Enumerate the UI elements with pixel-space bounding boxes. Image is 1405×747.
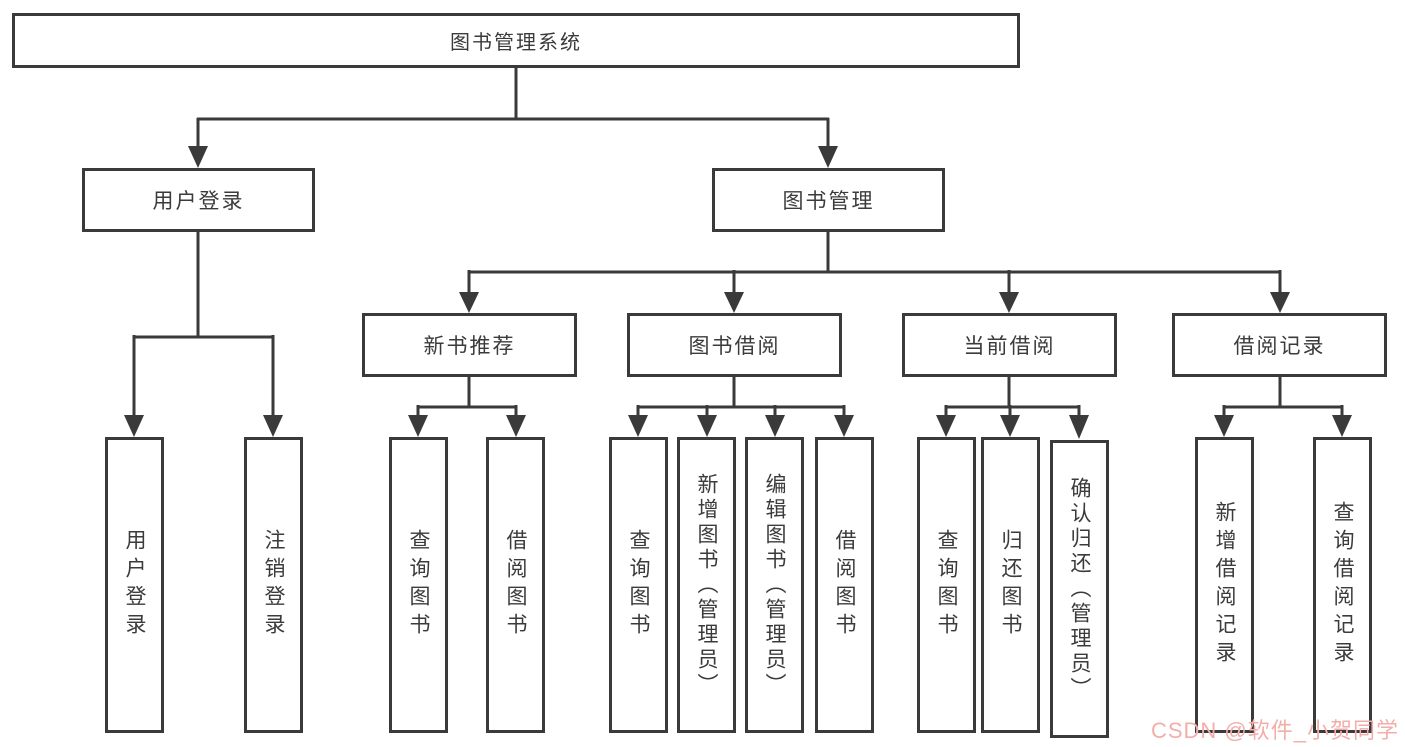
arrow-down-icon <box>1332 415 1352 437</box>
node-label: 查询图书 <box>627 529 651 641</box>
node-new-book-recommend: 新书推荐 <box>362 313 577 377</box>
arrow-down-icon <box>1069 415 1089 439</box>
arrow-down-icon <box>263 415 283 437</box>
arrow-down-icon <box>1270 292 1290 313</box>
leaf-confirm-return-admin: 确认归还（管理员） <box>1050 440 1109 738</box>
arrow-down-icon <box>124 415 144 437</box>
node-label: 借阅图书 <box>504 529 528 641</box>
leaf-query-books-current: 查询图书 <box>917 437 976 733</box>
leaf-return-books: 归还图书 <box>981 437 1040 733</box>
node-label: 编辑图书（管理员） <box>763 472 787 698</box>
arrow-down-icon <box>765 415 785 437</box>
arrow-down-icon <box>936 415 956 437</box>
node-label: 用户登录 <box>152 190 245 213</box>
leaf-add-borrow-record: 新增借阅记录 <box>1195 437 1254 733</box>
arrow-down-icon <box>408 415 428 437</box>
leaf-borrow-books-recommend: 借阅图书 <box>486 437 545 733</box>
node-label: 用户登录 <box>123 529 147 641</box>
arrow-down-icon <box>999 292 1019 313</box>
leaf-edit-books-admin: 编辑图书（管理员） <box>745 437 804 733</box>
leaf-logout: 注销登录 <box>244 437 303 733</box>
arrow-down-icon <box>1000 415 1020 437</box>
arrow-down-icon <box>628 415 648 437</box>
node-label: 查询借阅记录 <box>1331 501 1355 669</box>
node-label: 借阅记录 <box>1233 335 1326 358</box>
node-label: 当前借阅 <box>963 335 1056 358</box>
arrow-down-icon <box>724 292 744 313</box>
arrow-down-icon <box>834 415 854 437</box>
node-label: 新书推荐 <box>423 335 516 358</box>
node-label: 归还图书 <box>999 529 1023 641</box>
node-label: 新增图书（管理员） <box>695 472 719 698</box>
node-root-library-system: 图书管理系统 <box>12 13 1020 68</box>
node-label: 注销登录 <box>262 529 286 641</box>
leaf-user-login: 用户登录 <box>105 437 164 733</box>
leaf-borrow-books: 借阅图书 <box>815 437 874 733</box>
leaf-query-books-borrow: 查询图书 <box>609 437 668 733</box>
arrow-down-icon <box>459 292 479 313</box>
arrow-down-icon <box>506 415 526 437</box>
node-label: 图书借阅 <box>688 335 781 358</box>
node-borrow-record: 借阅记录 <box>1172 313 1387 377</box>
node-label: 查询图书 <box>935 529 959 641</box>
node-label: 图书管理系统 <box>450 32 582 54</box>
leaf-query-borrow-record: 查询借阅记录 <box>1313 437 1372 733</box>
node-label: 借阅图书 <box>833 529 857 641</box>
node-book-management: 图书管理 <box>712 168 945 232</box>
node-label: 图书管理 <box>782 190 875 213</box>
node-current-borrow: 当前借阅 <box>902 313 1117 377</box>
node-label: 新增借阅记录 <box>1213 501 1237 669</box>
node-book-borrow: 图书借阅 <box>627 313 842 377</box>
leaf-query-books-recommend: 查询图书 <box>389 437 448 733</box>
arrow-down-icon <box>697 415 717 437</box>
node-label: 确认归还（管理员） <box>1068 476 1092 702</box>
arrow-down-icon <box>818 146 838 168</box>
leaf-add-books-admin: 新增图书（管理员） <box>677 437 736 733</box>
csdn-watermark: CSDN @软件_小贺同学 <box>1150 718 1399 743</box>
arrow-down-icon <box>188 146 208 168</box>
node-label: 查询图书 <box>407 529 431 641</box>
arrow-down-icon <box>1214 415 1234 437</box>
node-user-login: 用户登录 <box>82 168 315 232</box>
